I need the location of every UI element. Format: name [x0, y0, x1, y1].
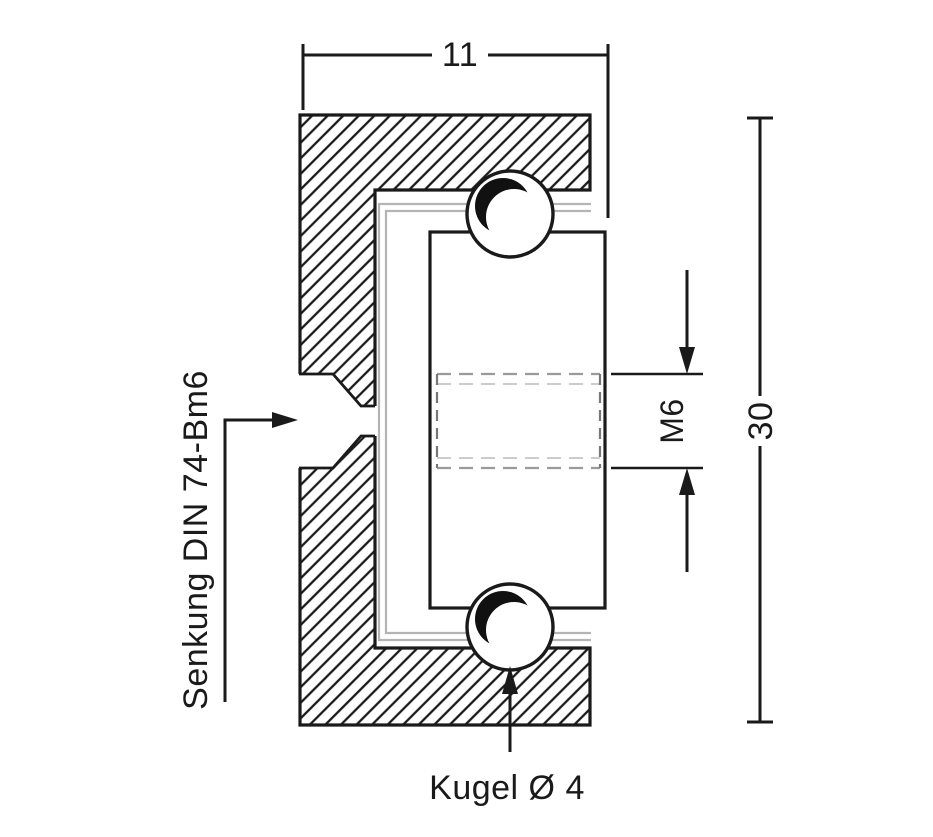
callout-countersink-leader: [223, 418, 274, 702]
bottom-ball: [465, 582, 555, 672]
countersink-outline: [299, 372, 375, 470]
dimension-thread: M6: [611, 270, 703, 572]
top-ball-crescent: [475, 178, 542, 245]
housing-section: [295, 113, 592, 727]
dim-thread-ext-lines: [611, 372, 703, 470]
housing-hatched-body: [298, 113, 592, 727]
arrowhead-up: [679, 468, 695, 495]
thread-hidden-lines: [435, 372, 602, 470]
callout-ball-label: Kugel Ø 4: [429, 769, 585, 807]
thread-outer-dashed: [437, 372, 600, 470]
arrowhead-up-ball: [502, 666, 518, 694]
thread-end-dashed: [435, 374, 602, 468]
arrowhead-right: [272, 412, 298, 428]
thread-core-dashed: [437, 383, 600, 459]
arrowhead-down: [679, 347, 695, 374]
dim-width-label: 11: [442, 36, 478, 74]
callout-countersink-label: Senkung DIN 74-Bm6: [177, 370, 215, 710]
countersink-cutout: [295, 374, 377, 468]
callout-countersink: Senkung DIN 74-Bm6: [177, 370, 298, 710]
inner-slide-body: [428, 230, 607, 610]
dim-height-label: 30: [742, 402, 780, 441]
dimension-width: 11: [301, 36, 610, 218]
callout-ball: Kugel Ø 4: [429, 666, 585, 807]
top-ball: [465, 169, 555, 259]
dimension-height: 30: [742, 116, 780, 724]
dim-thread-label: M6: [654, 398, 690, 443]
bottom-ball-crescent: [475, 591, 542, 658]
